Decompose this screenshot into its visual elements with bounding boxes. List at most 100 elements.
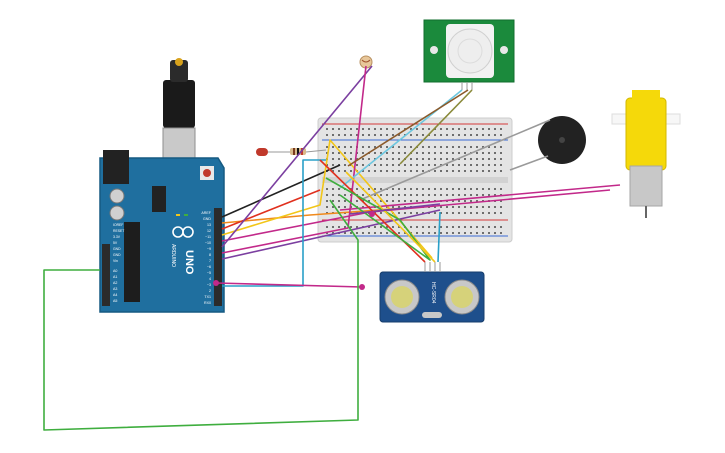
breadboard-hole[interactable]: [422, 212, 424, 214]
breadboard-hole[interactable]: [452, 194, 454, 196]
breadboard-hole[interactable]: [356, 200, 358, 202]
breadboard-hole[interactable]: [374, 134, 376, 136]
breadboard-hole[interactable]: [482, 212, 484, 214]
breadboard-hole[interactable]: [374, 188, 376, 190]
breadboard-hole[interactable]: [476, 152, 478, 154]
breadboard-hole[interactable]: [452, 226, 454, 228]
breadboard-hole[interactable]: [344, 152, 346, 154]
breadboard-hole[interactable]: [368, 128, 370, 130]
breadboard-hole[interactable]: [464, 170, 466, 172]
breadboard-hole[interactable]: [428, 158, 430, 160]
breadboard-hole[interactable]: [380, 232, 382, 234]
breadboard-hole[interactable]: [386, 226, 388, 228]
breadboard-hole[interactable]: [494, 212, 496, 214]
breadboard-hole[interactable]: [440, 212, 442, 214]
breadboard-hole[interactable]: [494, 226, 496, 228]
breadboard-hole[interactable]: [338, 152, 340, 154]
breadboard-hole[interactable]: [380, 212, 382, 214]
breadboard-hole[interactable]: [422, 170, 424, 172]
breadboard-hole[interactable]: [494, 128, 496, 130]
breadboard-hole[interactable]: [500, 152, 502, 154]
breadboard-hole[interactable]: [500, 146, 502, 148]
breadboard-hole[interactable]: [446, 152, 448, 154]
breadboard-hole[interactable]: [326, 152, 328, 154]
breadboard-hole[interactable]: [422, 194, 424, 196]
breadboard-hole[interactable]: [458, 200, 460, 202]
breadboard-hole[interactable]: [410, 164, 412, 166]
olive-wire[interactable]: [399, 89, 473, 165]
reset-button-cap[interactable]: [203, 169, 211, 177]
breadboard-hole[interactable]: [470, 158, 472, 160]
breadboard-hole[interactable]: [368, 200, 370, 202]
breadboard-hole[interactable]: [332, 200, 334, 202]
breadboard-hole[interactable]: [476, 134, 478, 136]
breadboard-hole[interactable]: [404, 188, 406, 190]
purple-wire[interactable]: [221, 65, 373, 248]
breadboard-hole[interactable]: [332, 152, 334, 154]
breadboard-hole[interactable]: [482, 128, 484, 130]
breadboard-hole[interactable]: [494, 158, 496, 160]
breadboard-hole[interactable]: [410, 134, 412, 136]
breadboard-hole[interactable]: [446, 226, 448, 228]
breadboard-hole[interactable]: [386, 170, 388, 172]
breadboard-hole[interactable]: [482, 152, 484, 154]
breadboard-hole[interactable]: [332, 226, 334, 228]
breadboard-hole[interactable]: [416, 152, 418, 154]
breadboard-hole[interactable]: [410, 194, 412, 196]
breadboard-hole[interactable]: [500, 212, 502, 214]
yellow-wire[interactable]: [221, 139, 433, 259]
breadboard-hole[interactable]: [404, 200, 406, 202]
breadboard-hole[interactable]: [482, 188, 484, 190]
breadboard-hole[interactable]: [356, 158, 358, 160]
piezo-buzzer[interactable]: [538, 116, 586, 164]
breadboard-hole[interactable]: [380, 200, 382, 202]
breadboard-hole[interactable]: [488, 188, 490, 190]
breadboard-hole[interactable]: [398, 152, 400, 154]
breadboard-hole[interactable]: [464, 206, 466, 208]
breadboard-hole[interactable]: [452, 206, 454, 208]
breadboard-hole[interactable]: [362, 158, 364, 160]
breadboard-hole[interactable]: [344, 164, 346, 166]
breadboard-hole[interactable]: [386, 194, 388, 196]
breadboard-hole[interactable]: [422, 226, 424, 228]
breadboard-hole[interactable]: [410, 212, 412, 214]
breadboard-hole[interactable]: [344, 226, 346, 228]
breadboard-hole[interactable]: [452, 164, 454, 166]
breadboard-hole[interactable]: [440, 188, 442, 190]
breadboard-hole[interactable]: [446, 206, 448, 208]
breadboard-hole[interactable]: [500, 188, 502, 190]
breadboard-hole[interactable]: [452, 212, 454, 214]
breadboard-hole[interactable]: [482, 206, 484, 208]
breadboard-hole[interactable]: [422, 134, 424, 136]
breadboard-hole[interactable]: [350, 134, 352, 136]
breadboard-hole[interactable]: [362, 170, 364, 172]
breadboard-hole[interactable]: [380, 188, 382, 190]
breadboard-hole[interactable]: [494, 152, 496, 154]
breadboard-hole[interactable]: [374, 194, 376, 196]
breadboard-hole[interactable]: [422, 164, 424, 166]
breadboard-hole[interactable]: [458, 232, 460, 234]
pir-sensor[interactable]: [423, 19, 515, 90]
breadboard-hole[interactable]: [332, 164, 334, 166]
arduino-uno[interactable]: UNO ARDUINO AREFGND1312~11~10~987~6~54~3…: [99, 58, 225, 313]
breadboard-hole[interactable]: [398, 206, 400, 208]
breadboard-hole[interactable]: [398, 226, 400, 228]
wire-junction-dot[interactable]: [369, 211, 375, 217]
breadboard-hole[interactable]: [452, 134, 454, 136]
breadboard-hole[interactable]: [434, 134, 436, 136]
breadboard-hole[interactable]: [392, 188, 394, 190]
breadboard-hole[interactable]: [488, 152, 490, 154]
breadboard-hole[interactable]: [368, 226, 370, 228]
breadboard-hole[interactable]: [446, 212, 448, 214]
breadboard-hole[interactable]: [362, 164, 364, 166]
breadboard-hole[interactable]: [482, 158, 484, 160]
breadboard-hole[interactable]: [362, 206, 364, 208]
breadboard-hole[interactable]: [458, 134, 460, 136]
breadboard-hole[interactable]: [326, 226, 328, 228]
breadboard-hole[interactable]: [500, 164, 502, 166]
breadboard-hole[interactable]: [362, 194, 364, 196]
breadboard-hole[interactable]: [446, 134, 448, 136]
breadboard-hole[interactable]: [374, 226, 376, 228]
breadboard-hole[interactable]: [476, 232, 478, 234]
breadboard-hole[interactable]: [470, 206, 472, 208]
